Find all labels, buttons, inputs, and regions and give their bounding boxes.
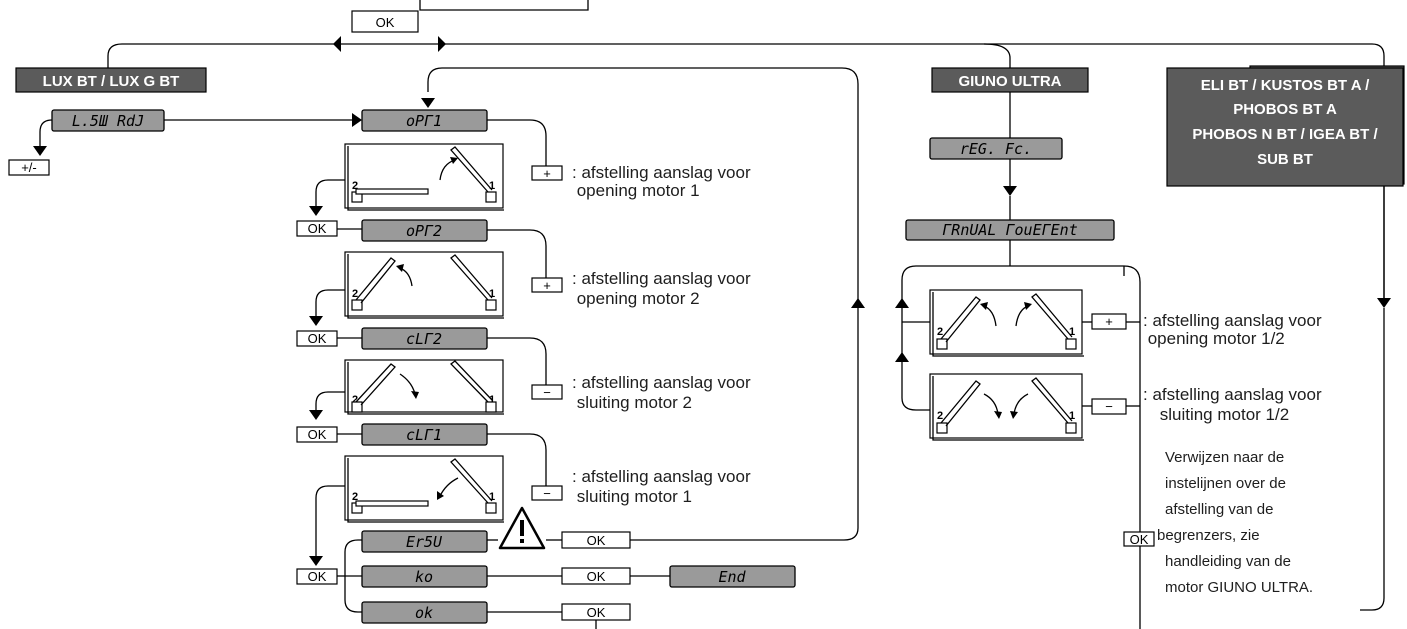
step3-desc-line2: sluiting motor 2 xyxy=(572,393,692,412)
display-clm1-text: cLГ1 xyxy=(406,426,442,444)
display-end-text: End xyxy=(718,568,746,586)
display-ko-text: ko xyxy=(415,568,433,586)
ok-key-ersu-label: OK xyxy=(587,533,606,548)
ok-key-3-label: OK xyxy=(308,427,327,442)
top-ok-label: OK xyxy=(376,15,395,30)
display-end xyxy=(669,565,796,588)
note-line-5: handleiding van de xyxy=(1165,553,1291,570)
note-line-6: motor GIUNO ULTRA. xyxy=(1165,579,1313,596)
ok-key-ersu[interactable] xyxy=(561,531,631,549)
minus-key-clm1-label: − xyxy=(543,486,551,501)
note-line-3: afstelling van de xyxy=(1165,501,1273,518)
motor-2-label: 2 xyxy=(937,410,943,422)
model-lux-bt xyxy=(15,67,207,93)
display-ok-text: ok xyxy=(415,604,433,622)
motor-1-label: 1 xyxy=(489,288,495,300)
gate-panel-opm2 xyxy=(344,251,504,317)
up-arrow-return xyxy=(851,298,865,308)
display-ersu-text: Er5U xyxy=(406,533,443,551)
minus-key-clm2-label: − xyxy=(543,385,551,400)
ok-key-4-label: OK xyxy=(308,569,327,584)
step1-desc-line2: opening motor 1 xyxy=(572,181,700,200)
model-giuno-ultra xyxy=(931,67,1089,93)
motor-2-label: 2 xyxy=(352,394,358,406)
motor-2-label: 2 xyxy=(352,180,358,192)
model-eli-line1: ELI BT / KUSTOS BT A / xyxy=(1201,77,1370,94)
note-line-1: Verwijzen naar de xyxy=(1165,449,1284,466)
model-giuno-label: GIUNO ULTRA xyxy=(958,73,1061,90)
step4-desc-line1: : afstelling aanslag voor xyxy=(572,467,751,486)
display-clm2-text: cLГ2 xyxy=(406,330,442,348)
warning-icon xyxy=(498,506,546,550)
giuno-step1-line1: : afstelling aanslag voor xyxy=(1143,311,1322,330)
ok-key-giuno[interactable] xyxy=(1123,531,1155,547)
down-arrow-right-branch xyxy=(1377,298,1391,308)
top-connectors xyxy=(107,0,1391,308)
motor-2-label: 2 xyxy=(352,491,358,503)
plus-key-opm2[interactable] xyxy=(531,277,563,293)
display-manual-movement-text: ГRnUAL ГouEГEnt xyxy=(942,221,1077,239)
plus-minus-label: +/- xyxy=(21,160,37,175)
model-eli-line4: SUB BT xyxy=(1257,151,1313,168)
display-ersu xyxy=(361,530,488,553)
giuno-step2-line1: : afstelling aanslag voor xyxy=(1143,385,1322,404)
top-ok-key[interactable] xyxy=(351,10,419,33)
model-eli-bt-box xyxy=(1166,67,1404,187)
step1-desc-line1: : afstelling aanslag voor xyxy=(572,163,751,182)
ok-key-ok-label: OK xyxy=(587,605,606,620)
motor-1-label: 1 xyxy=(1069,410,1075,422)
model-eli-line2: PHOBOS BT A xyxy=(1233,101,1337,118)
motor-2-label: 2 xyxy=(937,326,943,338)
minus-key-clm1[interactable] xyxy=(531,485,563,501)
note-line-2: instelijnen over de xyxy=(1165,475,1286,492)
step2-desc-line2: opening motor 2 xyxy=(572,289,700,308)
motor-1-label: 1 xyxy=(489,491,495,503)
gate-panel-opm1 xyxy=(344,143,504,209)
display-opm2-text: oPГ2 xyxy=(406,222,442,240)
motor-1-label: 1 xyxy=(489,180,495,192)
display-lsw-adj-text: L.5Ш RdJ xyxy=(72,112,144,130)
ok-key-2-label: OK xyxy=(308,331,327,346)
giuno-step1-line2: opening motor 1/2 xyxy=(1143,329,1285,348)
giuno-note: Verwijzen naar de instelijnen over de af… xyxy=(1157,449,1313,596)
ok-key-1-label: OK xyxy=(308,221,327,236)
gate-panel-clm1 xyxy=(344,455,504,521)
model-lux-label: LUX BT / LUX G BT xyxy=(43,73,180,90)
model-eli-line3: PHOBOS N BT / IGEA BT / xyxy=(1192,126,1378,143)
plus-key-opm1[interactable] xyxy=(531,165,563,181)
motor-1-label: 1 xyxy=(489,394,495,406)
plus-key-giuno-label: + xyxy=(1105,314,1113,329)
minus-key-clm2[interactable] xyxy=(531,384,563,400)
ok-key-giuno-label: OK xyxy=(1130,532,1149,547)
step4-desc-line2: sluiting motor 1 xyxy=(572,487,692,506)
plus-key-opm1-label: + xyxy=(543,166,551,181)
plus-key-opm2-label: + xyxy=(543,278,551,293)
motor-1-label: 1 xyxy=(1069,326,1075,338)
ok-key-ko-label: OK xyxy=(587,569,606,584)
motor-2-label: 2 xyxy=(352,288,358,300)
plus-minus-key[interactable] xyxy=(8,159,50,176)
note-line-4: begrenzers, zie xyxy=(1157,527,1260,544)
step2-desc-line1: : afstelling aanslag voor xyxy=(572,269,751,288)
minus-key-giuno-label: − xyxy=(1105,399,1113,414)
display-opm1-text: oPГ1 xyxy=(406,112,442,130)
display-reg-fc xyxy=(929,137,1063,160)
step3-desc-line1: : afstelling aanslag voor xyxy=(572,373,751,392)
display-reg-fc-text: rEG. Fc. xyxy=(960,140,1032,158)
giuno-step2-line2: sluiting motor 1/2 xyxy=(1155,405,1289,424)
